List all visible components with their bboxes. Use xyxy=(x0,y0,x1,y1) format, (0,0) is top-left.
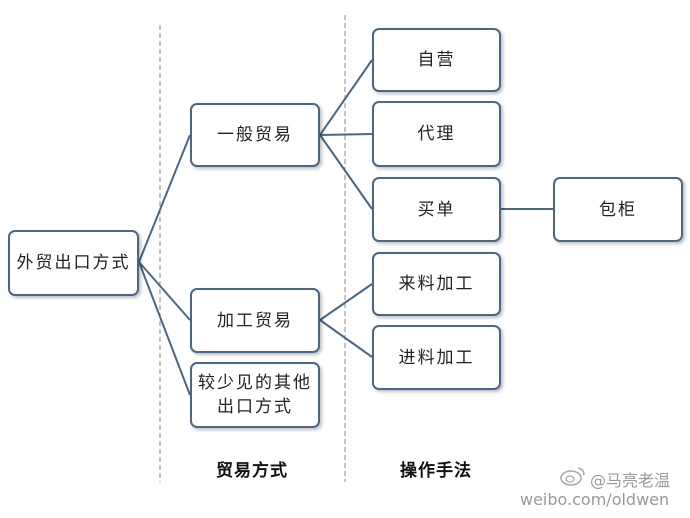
column-label-trade-method: 贸易方式 xyxy=(216,461,288,481)
connector-general-agency xyxy=(319,133,373,136)
node-processing-trade: 加工贸易 xyxy=(190,288,320,353)
node-self-operated: 自营 xyxy=(372,28,501,92)
column-label-operation-method: 操作手法 xyxy=(400,461,472,481)
node-container: 包柜 xyxy=(553,177,683,242)
watermark-url: weibo.com/oldwen xyxy=(520,490,670,509)
connector-root-other xyxy=(138,261,191,396)
watermark-handle: @马亮老温 xyxy=(590,471,671,490)
connector-root-general xyxy=(138,134,191,263)
node-root: 外贸出口方式 xyxy=(8,230,139,296)
node-general-trade: 一般贸易 xyxy=(190,103,320,167)
node-buy-documents: 买单 xyxy=(372,177,501,242)
connector-root-processing xyxy=(138,261,191,321)
weibo-icon xyxy=(560,467,585,486)
node-other: 较少见的其他 出口方式 xyxy=(190,362,320,428)
connector-processing-imported xyxy=(319,319,373,358)
connector-processing-supplied xyxy=(319,283,373,321)
connector-general-buy xyxy=(319,134,373,210)
node-imported-materials: 进料加工 xyxy=(372,325,501,390)
connector-general-self xyxy=(319,59,373,136)
node-supplied-materials: 来料加工 xyxy=(372,252,501,316)
node-agency: 代理 xyxy=(372,101,501,167)
